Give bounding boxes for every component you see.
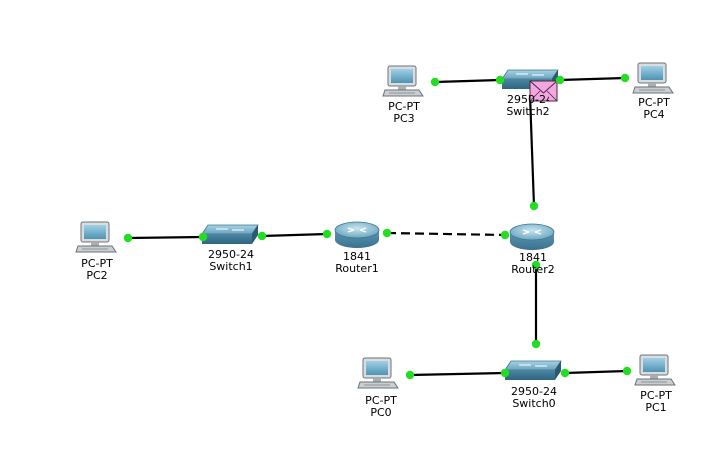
- switch0-label: 2950-24 Switch0: [511, 386, 557, 410]
- port-up-dot: [405, 370, 415, 380]
- port-up-dot: [495, 75, 505, 85]
- router1-name: Router1: [335, 262, 379, 275]
- pc2-name: PC2: [86, 269, 108, 282]
- pc3-icon[interactable]: [382, 65, 424, 97]
- router2-icon[interactable]: [509, 223, 555, 251]
- pc3-name: PC3: [393, 112, 415, 125]
- switch1-label: 2950-24 Switch1: [208, 249, 254, 273]
- pc2-label: PC-PT PC2: [81, 258, 113, 282]
- pc1-label: PC-PT PC1: [640, 390, 672, 414]
- pc0-name: PC0: [370, 406, 392, 419]
- switch1-icon[interactable]: [201, 224, 259, 245]
- port-up-dot: [257, 231, 267, 241]
- port-up-dot: [531, 260, 541, 270]
- switch2-label: 2950-24: [507, 94, 549, 106]
- router2-name: Router2: [511, 263, 555, 276]
- pc1-icon[interactable]: [634, 354, 676, 386]
- link-router1-router2[interactable]: [386, 231, 506, 237]
- port-up-dot: [322, 229, 332, 239]
- switch2-name: Switch2: [506, 105, 550, 118]
- links: [127, 76, 628, 377]
- pc4-name: PC4: [643, 108, 665, 121]
- pc3-model: PC-PT: [388, 100, 420, 113]
- link-pc3-switch2[interactable]: [434, 78, 501, 84]
- link-status-dots: [123, 73, 632, 380]
- router1-label: 1841 Router1: [335, 251, 378, 275]
- router1-icon[interactable]: [334, 221, 380, 249]
- port-up-dot: [430, 77, 440, 87]
- router2-label: 1841 Router2: [511, 252, 554, 276]
- switch2-name-label: Switch2: [506, 106, 549, 118]
- switch1-model: 2950-24: [208, 248, 254, 261]
- switch0-model: 2950-24: [511, 385, 557, 398]
- router2-model: 1841: [518, 251, 547, 264]
- port-up-dot: [500, 230, 510, 240]
- port-up-dot: [531, 339, 541, 349]
- port-up-dot: [198, 232, 208, 242]
- router1-model: 1841: [342, 250, 371, 263]
- port-up-dot: [620, 73, 630, 83]
- pc2-icon[interactable]: [75, 221, 117, 253]
- pc1-name: PC1: [645, 401, 667, 414]
- pc0-model: PC-PT: [365, 394, 397, 407]
- pc2-model: PC-PT: [81, 257, 113, 270]
- switch1-name: Switch1: [209, 260, 253, 273]
- port-up-dot: [529, 201, 539, 211]
- pc0-label: PC-PT PC0: [365, 395, 397, 419]
- pc4-model: PC-PT: [638, 96, 670, 109]
- switch0-icon[interactable]: [504, 360, 562, 381]
- link-pc2-switch1[interactable]: [127, 235, 204, 240]
- link-switch0-pc1[interactable]: [564, 369, 628, 375]
- pc3-label: PC-PT PC3: [388, 101, 420, 125]
- port-up-dot: [382, 228, 392, 238]
- link-pc0-switch0[interactable]: [409, 371, 506, 377]
- link-switch2-router2[interactable]: [528, 94, 536, 207]
- port-up-dot: [500, 368, 510, 378]
- pc4-label: PC-PT PC4: [638, 97, 670, 121]
- link-switch1-router1[interactable]: [261, 232, 328, 238]
- pc0-icon[interactable]: [357, 357, 399, 389]
- switch2-model: 2950-24: [507, 94, 549, 106]
- envelope-icon[interactable]: [529, 80, 558, 102]
- pc1-model: PC-PT: [640, 389, 672, 402]
- port-up-dot: [622, 366, 632, 376]
- port-up-dot: [123, 233, 133, 243]
- pc4-icon[interactable]: [632, 62, 674, 94]
- port-up-dot: [560, 368, 570, 378]
- port-up-dot: [555, 75, 565, 85]
- link-switch2-pc4[interactable]: [559, 76, 626, 82]
- switch0-name: Switch0: [512, 397, 556, 410]
